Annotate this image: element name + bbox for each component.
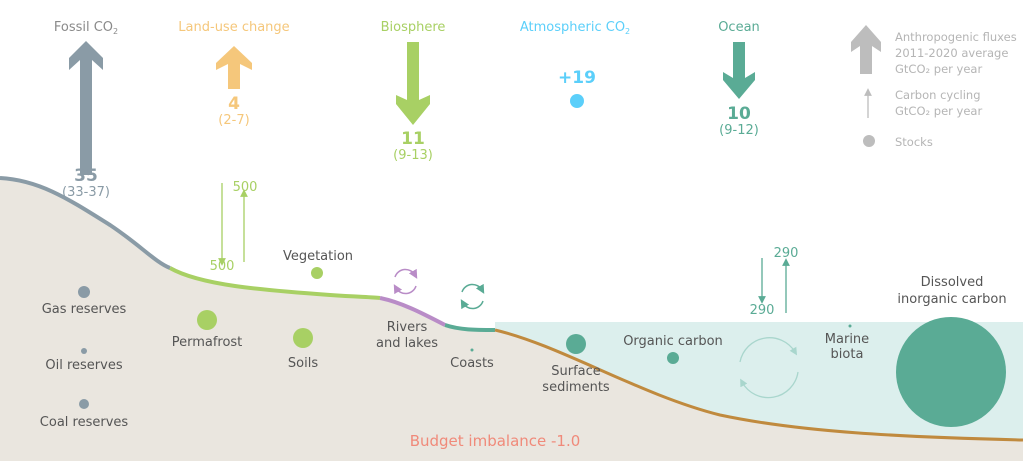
legend-anthropogenic-line1: Anthropogenic fluxes — [895, 30, 1017, 44]
fossil-arrow-up-icon — [69, 41, 103, 175]
legend-anthropogenic-line2: 2011-2020 average — [895, 46, 1008, 60]
marine-biota-dot — [848, 324, 852, 328]
land-area — [0, 178, 1023, 461]
biosphere-arrow-down-icon — [396, 42, 430, 125]
oil-reserves-label: Oil reserves — [45, 358, 122, 373]
coasts-label: Coasts — [450, 356, 494, 371]
budget-imbalance: Budget imbalance -1.0 — [410, 432, 581, 450]
biosphere-range: (9-13) — [393, 148, 433, 163]
legend: Anthropogenic fluxes 2011-2020 average G… — [851, 25, 1017, 149]
legend-cycling-line2: GtCO₂ per year — [895, 104, 982, 118]
land-cycle-down-value: 500 — [210, 259, 235, 274]
coastline-rivers — [379, 296, 446, 327]
land-cycle-up-value: 500 — [233, 180, 258, 195]
oil-reserves-dot — [81, 348, 87, 354]
organic-carbon-dot — [667, 352, 679, 364]
legend-anthropogenic-arrow-icon — [851, 25, 881, 74]
dissolved-inorganic-carbon-dot — [896, 317, 1006, 427]
land-use-range: (2-7) — [218, 113, 249, 128]
land-use-title: Land-use change — [178, 20, 289, 35]
permafrost-dot — [197, 310, 217, 330]
coal-reserves-dot — [79, 399, 89, 409]
ocean-range: (9-12) — [719, 123, 759, 138]
sediments-label-line2: sediments — [542, 380, 610, 395]
marine-biota-label-line1: Marine — [825, 332, 869, 347]
surface-sediments-dot — [566, 334, 586, 354]
legend-stock-dot-icon — [863, 135, 875, 147]
dic-label-line2: inorganic carbon — [897, 292, 1006, 307]
coasts-dot — [470, 348, 474, 352]
ocean-water — [495, 322, 1023, 440]
ocean-cycle-down-value: 290 — [750, 303, 775, 318]
ocean-arrow-down-icon — [723, 42, 755, 99]
fossil-value: 35 — [74, 166, 98, 186]
coastline-vegetation — [169, 266, 381, 300]
coastline-rock — [0, 176, 171, 270]
soils-label: Soils — [288, 356, 318, 371]
land-use-value: 4 — [228, 94, 240, 114]
coal-reserves-label: Coal reserves — [40, 415, 129, 430]
organic-carbon-label: Organic carbon — [623, 334, 723, 349]
permafrost-label: Permafrost — [172, 335, 243, 350]
ocean-title: Ocean — [718, 20, 760, 35]
fossil-range: (33-37) — [62, 185, 110, 200]
ocean-cycle-icon — [739, 337, 799, 399]
biosphere-value: 11 — [401, 129, 425, 149]
legend-stocks: Stocks — [895, 135, 933, 149]
rivers-label-line1: Rivers — [387, 320, 428, 335]
biosphere-title: Biosphere — [381, 20, 446, 35]
vegetation-dot — [311, 267, 323, 279]
coasts-cycle-icon — [460, 283, 485, 310]
coastline-coasts — [444, 323, 496, 332]
fossil-title: Fossil CO2 — [54, 20, 118, 36]
marine-biota-label-line2: biota — [831, 347, 864, 362]
atmospheric-title: Atmospheric CO2 — [520, 20, 630, 36]
soils-dot — [293, 328, 313, 348]
land-use-arrow-up-icon — [216, 46, 252, 89]
dic-label-line1: Dissolved — [921, 275, 984, 290]
gas-reserves-dot — [78, 286, 90, 298]
atmospheric-value: +19 — [558, 68, 596, 88]
rivers-label-line2: and lakes — [376, 336, 438, 351]
vegetation-label: Vegetation — [283, 249, 353, 264]
rivers-cycle-icon — [393, 268, 418, 295]
legend-anthropogenic-line3: GtCO₂ per year — [895, 62, 982, 76]
legend-cycling-line1: Carbon cycling — [895, 88, 981, 102]
sediments-label-line1: Surface — [551, 364, 601, 379]
ocean-value: 10 — [727, 104, 751, 124]
atmosphere-stock-dot — [570, 94, 584, 108]
ocean-floor — [494, 328, 1023, 442]
gas-reserves-label: Gas reserves — [42, 302, 127, 317]
ocean-cycle-up-value: 290 — [774, 246, 799, 261]
